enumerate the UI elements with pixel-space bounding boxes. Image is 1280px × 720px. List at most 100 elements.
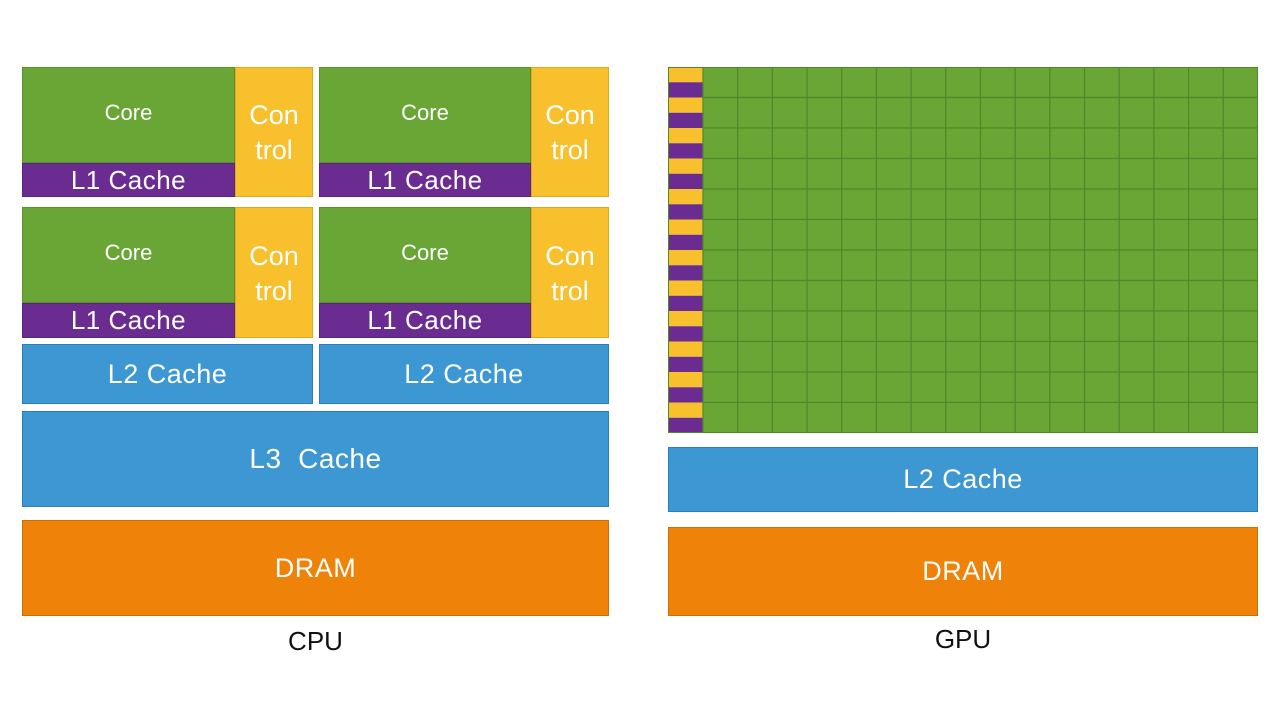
gpu-core-cell xyxy=(945,218,982,251)
gpu-core-cell xyxy=(1049,188,1086,221)
gpu-core-cell xyxy=(1118,157,1155,190)
gpu-cache-stripe xyxy=(668,112,703,128)
gpu-core-cell xyxy=(771,310,808,343)
gpu-core-cell xyxy=(1222,188,1258,221)
gpu-core-cell xyxy=(1153,188,1190,221)
gpu-core-cell xyxy=(1153,157,1190,190)
gpu-core-cell xyxy=(1083,310,1120,343)
gpu-core-cell xyxy=(702,279,739,312)
gpu-core-cell xyxy=(1083,279,1120,312)
gpu-core-cell xyxy=(1188,279,1224,312)
gpu-core-cell xyxy=(945,401,982,433)
gpu-core-cell xyxy=(945,157,982,190)
gpu-cache-stripe xyxy=(668,204,703,220)
gpu-core-cell xyxy=(737,157,773,190)
gpu-core-cell xyxy=(737,188,773,221)
gpu-core-cell xyxy=(945,310,982,343)
gpu-core-cell xyxy=(806,127,843,160)
gpu-core-cell xyxy=(1222,310,1258,343)
gpu-control-stripe xyxy=(668,280,703,296)
gpu-core-cell xyxy=(1083,157,1120,190)
gpu-core-cell xyxy=(841,340,878,373)
gpu-core-cell xyxy=(737,67,773,99)
gpu-core-cell xyxy=(910,310,947,343)
gpu-core-cell xyxy=(979,249,1016,282)
gpu-core-cell xyxy=(875,401,912,433)
gpu-core-cell xyxy=(841,218,878,251)
cpu-l2-cache: L2 Cache xyxy=(22,344,313,404)
gpu-core-cell xyxy=(771,157,808,190)
gpu-cache-stripe xyxy=(668,143,703,159)
gpu-core-cell xyxy=(910,188,947,221)
gpu-core-cell xyxy=(702,401,739,433)
gpu-core-cell xyxy=(1118,310,1155,343)
gpu-dram: DRAM xyxy=(668,527,1258,616)
gpu-core-cell xyxy=(737,218,773,251)
gpu-core-cell xyxy=(1118,401,1155,433)
gpu-control-stripe xyxy=(668,341,703,357)
gpu-core-cell xyxy=(1083,249,1120,282)
gpu-core-cell xyxy=(1014,401,1051,433)
gpu-core-cell xyxy=(1222,157,1258,190)
cpu-control-unit: Con trol xyxy=(531,207,609,338)
cpu-l2-cache: L2 Cache xyxy=(319,344,609,404)
gpu-control-stripe xyxy=(668,67,703,83)
gpu-core-cell xyxy=(1222,218,1258,251)
gpu-core-cell xyxy=(702,67,739,99)
gpu-core-cell xyxy=(945,249,982,282)
cpu-core: Core xyxy=(22,207,235,303)
gpu-core-cell xyxy=(910,67,947,99)
gpu-core-cell xyxy=(979,188,1016,221)
gpu-core-cell xyxy=(979,96,1016,129)
gpu-core-cell xyxy=(1222,127,1258,160)
gpu-core-cell xyxy=(806,310,843,343)
gpu-core-cell xyxy=(1222,279,1258,312)
gpu-core-cell xyxy=(945,67,982,99)
gpu-core-cell xyxy=(702,96,739,129)
gpu-core-cell xyxy=(979,371,1016,404)
gpu-core-cell xyxy=(1049,96,1086,129)
gpu-core-cell xyxy=(1188,67,1224,99)
gpu-core-cell xyxy=(1153,127,1190,160)
gpu-core-cell xyxy=(702,371,739,404)
gpu-core-cell xyxy=(1118,371,1155,404)
gpu-core-cell xyxy=(702,127,739,160)
gpu-core-cell xyxy=(1188,371,1224,404)
cpu-control-unit: Con trol xyxy=(235,207,313,338)
gpu-core-cell xyxy=(1222,96,1258,129)
gpu-core-cell xyxy=(1118,279,1155,312)
gpu-core-cell xyxy=(841,310,878,343)
gpu-core-cell xyxy=(1153,340,1190,373)
gpu-core-cell xyxy=(945,279,982,312)
gpu-core-cell xyxy=(806,218,843,251)
gpu-core-cell xyxy=(979,67,1016,99)
gpu-cache-stripe xyxy=(668,173,703,189)
cpu-l1-cache: L1 Cache xyxy=(22,303,235,338)
gpu-core-cell xyxy=(841,249,878,282)
gpu-core-cell xyxy=(806,249,843,282)
gpu-core-cell xyxy=(1083,127,1120,160)
cpu-control-unit: Con trol xyxy=(235,67,313,197)
gpu-core-cell xyxy=(702,310,739,343)
gpu-core-cell xyxy=(875,96,912,129)
gpu-core-cell xyxy=(806,340,843,373)
gpu-cache-stripe xyxy=(668,82,703,98)
gpu-core-cell xyxy=(1118,218,1155,251)
gpu-core-cell xyxy=(1188,340,1224,373)
gpu-core-cell xyxy=(1049,67,1086,99)
gpu-core-cell xyxy=(1083,67,1120,99)
gpu-core-cell xyxy=(1014,67,1051,99)
gpu-core-cell xyxy=(1188,310,1224,343)
gpu-core-cell xyxy=(1014,96,1051,129)
cpu-l1-cache: L1 Cache xyxy=(319,303,531,338)
gpu-core-cell xyxy=(1222,340,1258,373)
gpu-core-cell xyxy=(945,127,982,160)
gpu-core-cell xyxy=(806,279,843,312)
gpu-control-stripe xyxy=(668,219,703,235)
gpu-core-cell xyxy=(910,279,947,312)
gpu-core-cell xyxy=(841,67,878,99)
gpu-core-cell xyxy=(1049,371,1086,404)
gpu-core-cell xyxy=(1153,371,1190,404)
gpu-core-cell xyxy=(702,188,739,221)
gpu-control-stripe xyxy=(668,128,703,144)
